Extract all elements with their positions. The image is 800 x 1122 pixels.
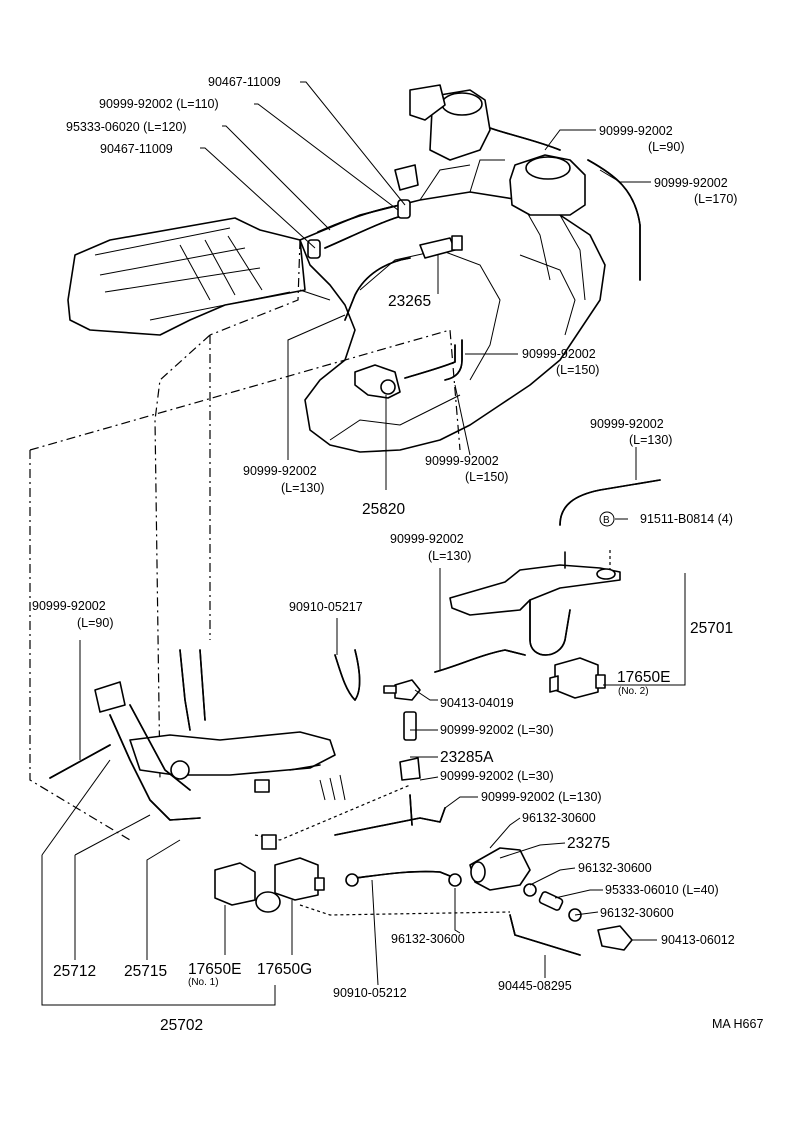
label-90999-92002-150b: 90999-92002 (425, 454, 499, 468)
hose-L170-right (587, 159, 641, 281)
hose-95333-06010 (523, 883, 582, 922)
clip-96132-30600-left (345, 873, 462, 887)
hose-L30-a (403, 711, 417, 741)
vsv-17650E-no1 (214, 862, 281, 913)
hose-90445-08295 (509, 914, 581, 956)
label-90445-08295: 90445-08295 (498, 979, 572, 993)
label-90999-92002-130a: 90999-92002 (243, 464, 317, 478)
label-L170: (L=170) (694, 192, 737, 206)
label-90999-92002-L130d: 90999-92002 (L=130) (481, 790, 602, 804)
label-90999-92002-150a: 90999-92002 (522, 347, 596, 361)
label-90467-11009-top: 90467-11009 (208, 75, 281, 89)
label-95333-06010-L40: 95333-06010 (L=40) (605, 883, 719, 897)
label-96132-30600-d: 96132-30600 (391, 932, 465, 946)
hose-L90-left (49, 744, 111, 779)
label-23285A: 23285A (440, 749, 494, 766)
joint-90413-06012 (597, 925, 633, 951)
part-labels: 90467-11009 90999-92002 (L=110) 95333-06… (32, 75, 763, 1034)
vsv-17650G (274, 857, 325, 901)
hose-L130-center (434, 649, 526, 673)
label-L130c: (L=130) (428, 549, 471, 563)
hose-L130-right (559, 479, 661, 526)
hose-L90-right (489, 127, 561, 151)
label-25701: 25701 (690, 620, 733, 637)
hose-L150-b (444, 339, 463, 381)
bracket-assembly-25702 (94, 649, 346, 850)
check-valve-23285A (399, 757, 421, 781)
label-17650E-no1: 17650E (188, 961, 241, 978)
label-25820: 25820 (362, 501, 405, 518)
label-96132-30600-b: 96132-30600 (578, 861, 652, 875)
label-91511-B0814: 91511-B0814 (4) (640, 512, 733, 526)
tee-90413-04019 (383, 679, 421, 701)
vacuum-tank-23275 (469, 847, 531, 891)
label-25712: 25712 (53, 963, 96, 980)
label-90999-92002-r90: 90999-92002 (599, 124, 673, 138)
label-no1: (No. 1) (188, 977, 219, 988)
label-90999-92002-130c: 90999-92002 (390, 532, 464, 546)
bracket-25701 (449, 551, 621, 656)
label-25702: 25702 (160, 1017, 203, 1034)
label-90413-06012: 90413-06012 (661, 933, 735, 947)
label-90910-05212: 90910-05212 (333, 986, 407, 1000)
hose-L130-lower (334, 807, 446, 836)
vsv-25820 (354, 364, 401, 399)
label-no2: (No. 2) (618, 686, 649, 697)
label-L130a: (L=130) (281, 481, 324, 495)
label-L90-right: (L=90) (648, 140, 684, 154)
b-mark-circle (599, 511, 615, 527)
label-90999-92002-L30b: 90999-92002 (L=30) (440, 769, 554, 783)
label-90999-92002-r170: 90999-92002 (654, 176, 728, 190)
reference-dashed-lines (29, 239, 611, 916)
label-95333-06020-L120: 95333-06020 (L=120) (66, 120, 187, 134)
hose-L110 (317, 204, 401, 233)
label-L90b: (L=90) (77, 616, 113, 630)
sensor-23265 (419, 235, 463, 259)
label-90999-92002-130b: 90999-92002 (590, 417, 664, 431)
label-17650E-no2: 17650E (617, 669, 670, 686)
label-17650G: 17650G (257, 961, 312, 978)
label-b-mark: B (603, 515, 610, 526)
label-90467-11009: 90467-11009 (100, 142, 173, 156)
label-96132-30600-c: 96132-30600 (600, 906, 674, 920)
label-90999-92002-L110: 90999-92002 (L=110) (99, 97, 219, 111)
label-L150b: (L=150) (465, 470, 508, 484)
label-diagram-reference: MA H667 (712, 1017, 763, 1031)
leader-lines (41, 81, 686, 1006)
engine-cylinder-head-cover (67, 217, 351, 336)
hose-90910-05212 (354, 870, 456, 879)
label-90999-92002-90b: 90999-92002 (32, 599, 106, 613)
label-L150a: (L=150) (556, 363, 599, 377)
label-23265: 23265 (388, 293, 431, 310)
label-90910-05217: 90910-05217 (289, 600, 363, 614)
label-90999-92002-L30a: 90999-92002 (L=30) (440, 723, 554, 737)
label-L130b: (L=130) (629, 433, 672, 447)
label-96132-30600-a: 96132-30600 (522, 811, 596, 825)
label-90413-04019: 90413-04019 (440, 696, 514, 710)
throttle-body-top (394, 84, 586, 216)
label-23275: 23275 (567, 835, 610, 852)
hose-L150-a (404, 344, 456, 379)
vsv-17650E-no2 (549, 657, 606, 699)
label-25715: 25715 (124, 963, 167, 980)
hose-L130-left (344, 257, 411, 321)
hose-90910-05217 (334, 649, 361, 701)
